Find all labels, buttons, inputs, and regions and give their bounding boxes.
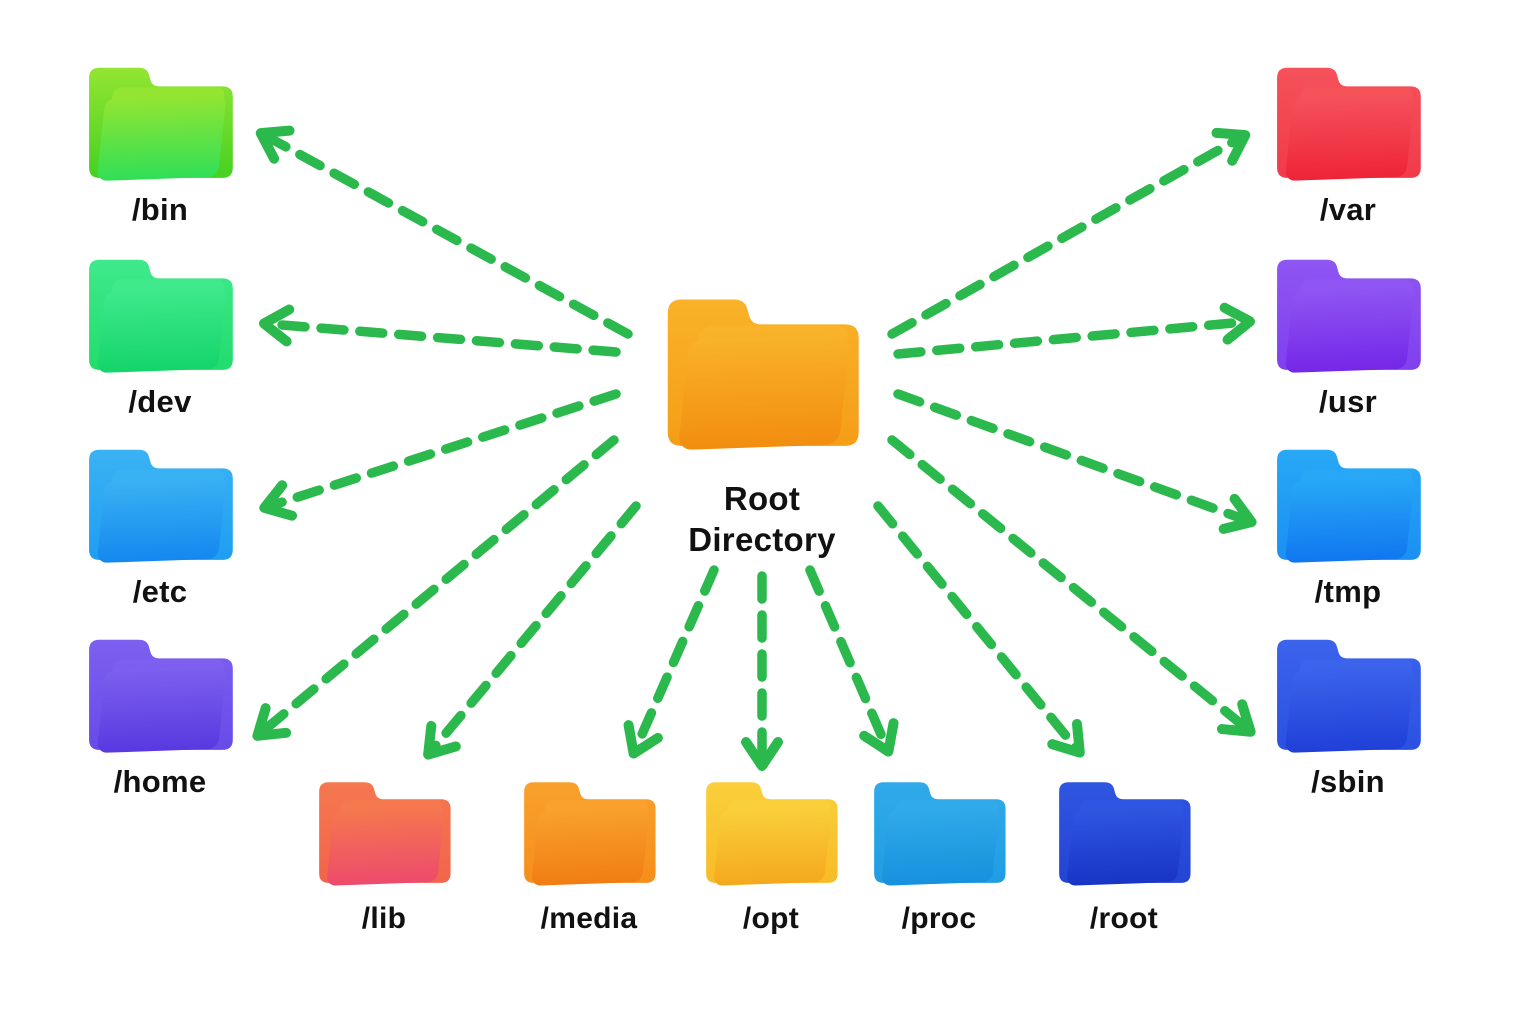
arrow-root-to-usr — [893, 302, 1255, 359]
folder-node-var: /var — [1263, 50, 1433, 228]
folder-icon-var — [1263, 50, 1433, 190]
arrow-root-to-tmp — [893, 389, 1257, 534]
folder-label-media: /media — [540, 902, 638, 935]
folder-node-media: /media — [510, 766, 668, 936]
root-folder-icon — [640, 276, 884, 462]
folder-icon-bin — [75, 50, 245, 190]
folder-icon-usr — [1263, 242, 1433, 382]
folder-node-etc: /etc — [75, 432, 245, 610]
arrow-root-to-sbin — [887, 435, 1256, 737]
root-directory-node: Root Directory — [640, 276, 884, 560]
folder-label-root: /root — [1089, 902, 1159, 935]
folder-icon-root — [1045, 766, 1203, 894]
folder-node-sbin: /sbin — [1263, 622, 1433, 800]
folder-node-dev: /dev — [75, 242, 245, 420]
arrow-root-to-proc — [805, 565, 899, 757]
folder-label-dev: /dev — [128, 384, 192, 419]
folder-node-opt: /opt — [692, 766, 850, 936]
folder-icon-home — [75, 622, 245, 762]
folder-label-tmp: /tmp — [1314, 574, 1382, 609]
root-label-line1: Root — [723, 480, 801, 517]
root-directory-label: Root Directory — [688, 478, 836, 560]
arrow-root-to-var — [887, 127, 1251, 339]
arrow-root-to-lib — [423, 501, 641, 760]
folder-label-lib: /lib — [361, 902, 407, 935]
folder-icon-tmp — [1263, 432, 1433, 572]
folder-icon-media — [510, 766, 668, 894]
folder-icon-opt — [692, 766, 850, 894]
folder-label-bin: /bin — [131, 192, 189, 227]
arrow-root-to-media — [623, 565, 719, 759]
arrow-root-to-root — [873, 501, 1085, 758]
arrow-root-to-home — [252, 435, 619, 741]
arrow-root-to-bin — [255, 125, 633, 339]
folder-label-home: /home — [113, 764, 207, 799]
folder-icon-etc — [75, 432, 245, 572]
folder-icon-proc — [860, 766, 1018, 894]
folder-label-var: /var — [1319, 192, 1377, 227]
folder-node-proc: /proc — [860, 766, 1018, 936]
folder-node-root: /root — [1045, 766, 1203, 936]
folder-node-tmp: /tmp — [1263, 432, 1433, 610]
folder-node-lib: /lib — [305, 766, 463, 936]
folder-node-usr: /usr — [1263, 242, 1433, 420]
folder-label-etc: /etc — [132, 574, 188, 609]
folder-label-sbin: /sbin — [1311, 764, 1385, 799]
folder-icon-lib — [305, 766, 463, 894]
root-label-line2: Directory — [688, 521, 836, 558]
folder-icon-dev — [75, 242, 245, 382]
folder-icon-sbin — [1263, 622, 1433, 762]
arrow-root-to-dev — [259, 304, 621, 357]
folder-node-bin: /bin — [75, 50, 245, 228]
arrow-root-to-etc — [259, 389, 621, 521]
folder-label-usr: /usr — [1318, 384, 1378, 419]
folder-label-opt: /opt — [742, 902, 800, 935]
folder-label-proc: /proc — [901, 902, 977, 935]
folder-node-home: /home — [75, 622, 245, 800]
